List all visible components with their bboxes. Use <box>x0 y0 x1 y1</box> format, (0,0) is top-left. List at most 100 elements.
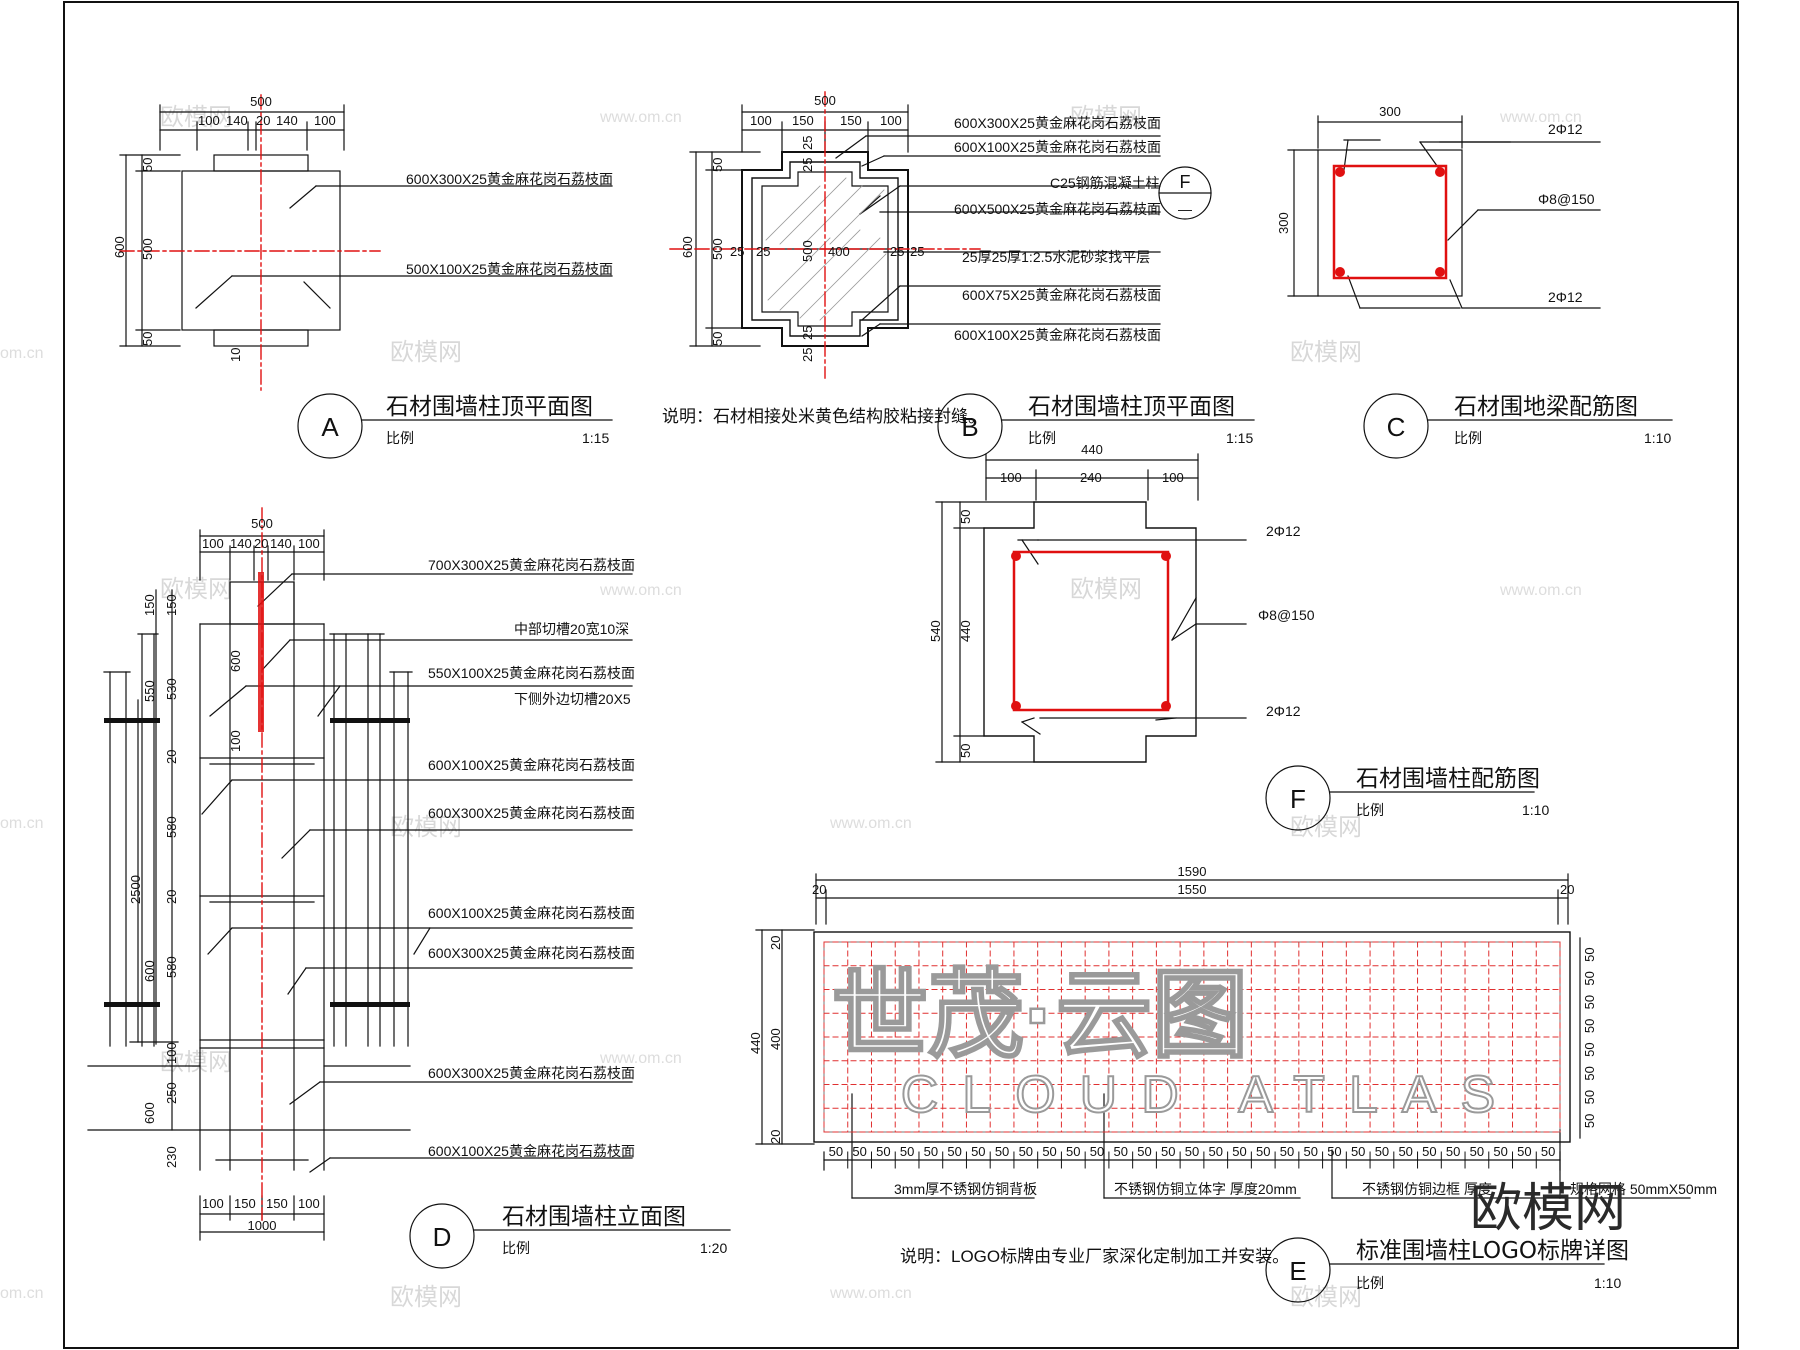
dim-a-top-total: 500 <box>250 94 272 109</box>
rebar-dot <box>1161 551 1171 561</box>
detail-e-logo: 世茂·云图 CLOUD ATLAS <box>831 961 1519 1125</box>
dim-b-left-2: 500 <box>710 238 725 260</box>
watermark-text: 欧模网 <box>1290 1284 1362 1311</box>
dim-e-bottom: 50 <box>1493 1144 1507 1159</box>
label-d-6: 600X300X25黄金麻花岗石荔枝面 <box>428 805 635 821</box>
scale-label-f: 比例 <box>1356 802 1384 818</box>
dim-e-right: 50 <box>1582 947 1597 961</box>
label-d-2: 中部切槽20宽10深 <box>514 621 629 637</box>
label-f-2: Φ8@150 <box>1258 607 1315 623</box>
dim-e-right: 50 <box>1582 1042 1597 1056</box>
label-a-2: 500X100X25黄金麻花岗石荔枝面 <box>406 261 613 277</box>
scale-f: 1:10 <box>1522 802 1549 818</box>
dim-b-top-4: 100 <box>880 113 902 128</box>
scale-label-e: 比例 <box>1356 1275 1384 1291</box>
dim-d-bottom-3: 150 <box>266 1196 288 1211</box>
dim-e-inner: 1550 <box>1178 882 1207 897</box>
detail-d-black-bands <box>104 718 410 1007</box>
dim-e-bottom: 50 <box>1303 1144 1317 1159</box>
dim-e-bottom: 50 <box>1137 1144 1151 1159</box>
detail-e <box>755 873 1691 1303</box>
dim-d-inner-1: 150 <box>164 594 179 616</box>
dim-e-bottom: 50 <box>1066 1144 1080 1159</box>
scale-d: 1:20 <box>700 1240 727 1256</box>
detail-a-axes <box>119 94 381 391</box>
label-b-3: C25钢筋混凝土柱 <box>1050 175 1160 191</box>
dim-d-top-5: 100 <box>298 536 320 551</box>
detail-c-text: 300 300 2Φ12 Φ8@150 2Φ12 石材围地梁配筋图 比例 1:1… <box>1276 104 1671 446</box>
dim-f-left-total: 540 <box>928 620 943 642</box>
dim-e-bottom: 50 <box>1161 1144 1175 1159</box>
dim-f-left-1: 50 <box>958 510 973 524</box>
site-logo-watermark: 欧模网 <box>1470 1180 1626 1238</box>
logo-en: CLOUD ATLAS <box>901 1066 1519 1124</box>
detail-d-text: 500 100 140 20 140 100 150 550 2500 600 … <box>128 516 727 1256</box>
detail-c-rebar <box>1332 164 1448 280</box>
label-d-1: 700X300X25黄金麻花岗石荔枝面 <box>428 557 635 573</box>
dim-e-bottom: 50 <box>1327 1144 1341 1159</box>
rebar-dot <box>1011 701 1021 711</box>
label-b-5: 25厚25厚1:2.5水泥砂浆找平层 <box>962 249 1150 265</box>
dim-d-bottom-total: 1000 <box>248 1218 277 1233</box>
dim-b-25-c: 25 <box>890 244 904 259</box>
watermark-url: om.cn <box>0 1285 44 1302</box>
rebar-dot <box>1011 551 1021 561</box>
detail-a-text: 500 100 140 20 140 100 600 50 500 50 10 … <box>112 94 613 446</box>
dim-e-bottom: 50 <box>1185 1144 1199 1159</box>
dim-e-bottom: 50 <box>1256 1144 1270 1159</box>
label-b-2: 600X100X25黄金麻花岗石荔枝面 <box>954 139 1161 155</box>
title-e: 标准围墙柱LOGO标牌详图 <box>1356 1238 1629 1264</box>
note-e: 说明：LOGO标牌由专业厂家深化定制加工并安装。 <box>900 1247 1289 1266</box>
dim-a-slot: 10 <box>228 348 243 362</box>
letter-b: B <box>961 412 978 442</box>
label-e-3: 不锈钢仿铜边框 厚度 <box>1362 1181 1492 1197</box>
dim-e-edge-r: 20 <box>1560 882 1574 897</box>
watermark-url: www.om.cn <box>1499 109 1582 126</box>
dim-c-height: 300 <box>1276 212 1291 234</box>
dim-e-bottom: 50 <box>1280 1144 1294 1159</box>
watermark-text: 欧模网 <box>1070 576 1142 603</box>
label-d-9: 600X300X25黄金麻花岗石荔枝面 <box>428 1065 635 1081</box>
watermark-url: www.om.cn <box>599 109 682 126</box>
dim-a-top-3: 20 <box>256 113 270 128</box>
dim-a-left-3: 50 <box>140 332 155 346</box>
detail-b-hatch <box>765 177 887 321</box>
dim-e-bottom: 50 <box>1517 1144 1531 1159</box>
dim-a-top-2: 140 <box>226 113 248 128</box>
dim-d-bottom-4: 100 <box>298 1196 320 1211</box>
label-d-4: 下侧外边切槽20X5 <box>514 691 631 707</box>
dim-d-inner-7: 100 <box>164 1042 179 1064</box>
dim-e-bottom: 50 <box>1422 1144 1436 1159</box>
dim-e-left-edge-t: 20 <box>768 936 783 950</box>
dim-e-left-edge-b: 20 <box>768 1130 783 1144</box>
watermark-url: www.om.cn <box>599 1050 682 1067</box>
watermark-text: 欧模网 <box>1290 814 1362 841</box>
dim-e-bottom: 50 <box>924 1144 938 1159</box>
dim-b-top-1: 100 <box>750 113 772 128</box>
dim-f-top-3: 100 <box>1162 470 1184 485</box>
watermark-url: www.om.cn <box>1499 582 1582 599</box>
rebar-dot <box>1161 701 1171 711</box>
dim-e-bottom: 50 <box>1351 1144 1365 1159</box>
section-mark-f: F <box>1180 172 1191 192</box>
label-e-grid: 规格网格 50mmX50mm <box>1570 1181 1717 1197</box>
scale-e: 1:10 <box>1594 1275 1621 1291</box>
detail-f-rebar <box>1011 550 1171 712</box>
dim-b-25-g: 25 <box>800 326 815 340</box>
watermarks: 欧模网 欧模网 欧模网 欧模网 欧模网 欧模网 欧模网 欧模网 欧模网 欧模网 … <box>0 104 1582 1311</box>
dim-f-left-3: 50 <box>958 744 973 758</box>
label-e-1: 3mm厚不锈钢仿铜背板 <box>894 1181 1037 1197</box>
title-b: 石材围墙柱顶平面图 <box>1028 394 1235 420</box>
label-c-2: Φ8@150 <box>1538 191 1595 207</box>
dim-d-left-1: 150 <box>142 594 157 616</box>
dim-b-left-1: 50 <box>710 158 725 172</box>
dim-d-top-1: 100 <box>202 536 224 551</box>
label-d-7: 600X100X25黄金麻花岗石荔枝面 <box>428 905 635 921</box>
title-d: 石材围墙柱立面图 <box>502 1204 686 1230</box>
scale-c: 1:10 <box>1644 430 1671 446</box>
watermark-url: www.om.cn <box>829 1285 912 1302</box>
dim-e-bottom: 50 <box>852 1144 866 1159</box>
dim-b-inner-400: 400 <box>828 244 850 259</box>
label-b-4: 600X500X25黄金麻花岗石荔枝面 <box>954 201 1161 217</box>
